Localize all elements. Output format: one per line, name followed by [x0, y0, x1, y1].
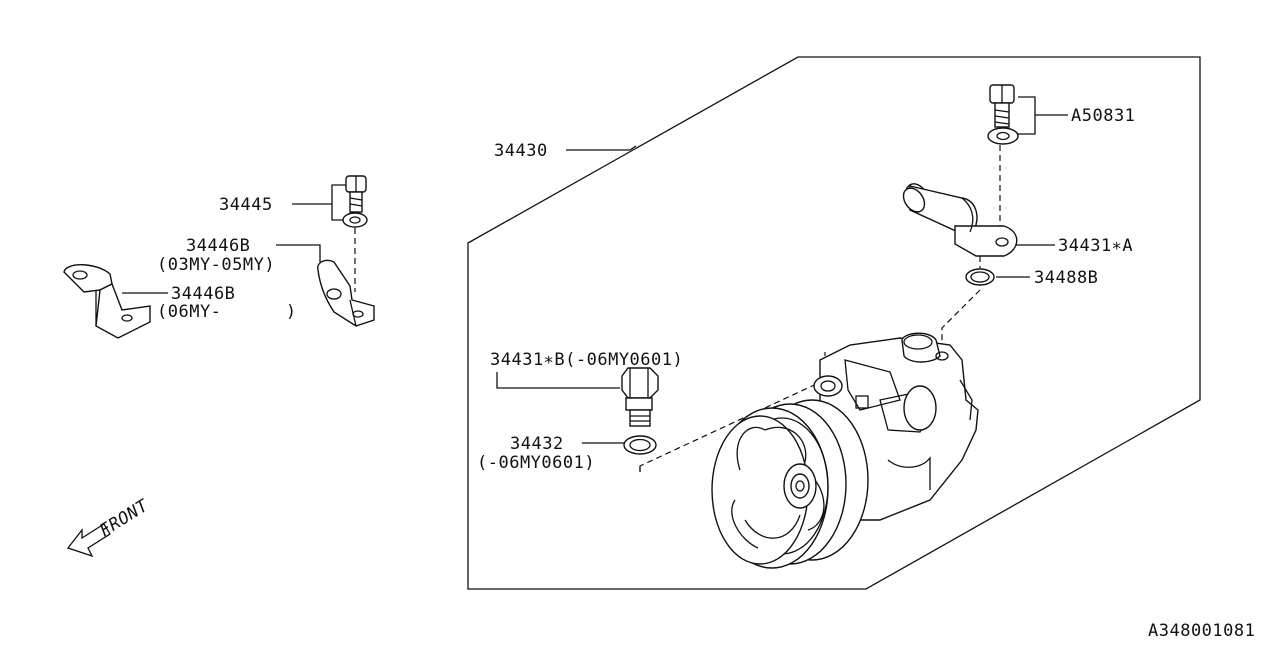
front-arrow — [66, 523, 111, 558]
label-34431b: 34431∗B(-06MY0601) — [490, 350, 683, 370]
label-34431a: 34431∗A — [1058, 236, 1133, 256]
bolt-34445 — [345, 175, 367, 213]
label-34446b-lower: 34446B — [171, 284, 235, 304]
label-a50831: A50831 — [1071, 106, 1135, 126]
label-34488b: 34488B — [1034, 268, 1098, 288]
label-34446b-upper-note: (03MY-05MY) — [157, 255, 275, 275]
label-34446b-upper: 34446B — [186, 236, 250, 256]
washer-a50831 — [987, 127, 1019, 145]
label-front: FRONT — [96, 495, 153, 541]
label-34432-note: (-06MY0601) — [477, 453, 595, 473]
power-steering-pump — [711, 332, 979, 569]
diagram-id: A348001081 — [1148, 621, 1255, 640]
bolt-a50831 — [989, 84, 1015, 128]
oring-34432 — [623, 435, 657, 455]
assembly-outline — [467, 56, 1201, 590]
label-34445: 34445 — [219, 195, 273, 215]
bracket-34446b-upper — [317, 259, 375, 327]
fitting-34431b — [621, 367, 659, 427]
fitting-34431a — [902, 183, 1018, 257]
bracket-34446b-lower — [63, 264, 151, 339]
label-34432: 34432 — [510, 434, 564, 454]
label-34446b-lower-note: (06MY- ) — [157, 302, 297, 322]
label-34430: 34430 — [494, 141, 548, 161]
oring-34488b — [965, 268, 995, 286]
washer-34445 — [342, 212, 368, 228]
